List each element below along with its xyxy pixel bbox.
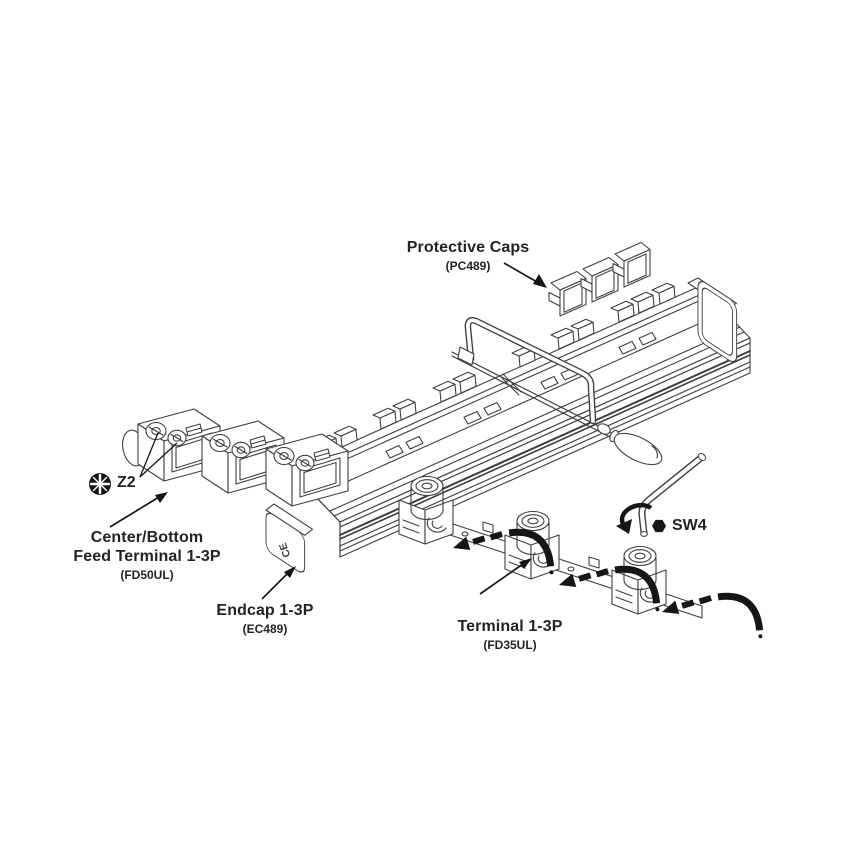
feed-terminals xyxy=(122,408,349,507)
slide-arrow-3 xyxy=(660,579,763,663)
endcap-ce-mark: CE xyxy=(277,541,293,559)
protective-caps-code: (PC489) xyxy=(445,258,491,273)
terminal-3 xyxy=(611,545,703,619)
terminal-title: Terminal 1-3P xyxy=(457,618,563,635)
protective-caps-label: Protective Caps (PC489) xyxy=(368,239,568,273)
feed-terminal-code: (FD50UL) xyxy=(120,567,174,582)
feed-terminal-label: Center/Bottom Feed Terminal 1-3P (FD50UL… xyxy=(47,529,247,582)
endcap-code: (EC489) xyxy=(242,621,288,636)
pozidriv-icon xyxy=(89,473,111,495)
endcap-left: CE xyxy=(265,503,314,573)
saw-blade-clamp xyxy=(457,346,475,366)
endcap-label: Endcap 1-3P (EC489) xyxy=(165,602,365,636)
terminal-arrow xyxy=(479,558,532,595)
terminal-code: (FD35UL) xyxy=(483,637,537,652)
hex-key-rotation-arrow xyxy=(616,502,653,534)
saw-ferrule xyxy=(597,423,611,435)
terminals-fd35ul xyxy=(398,475,703,619)
handsaw xyxy=(451,317,663,466)
z2-pointer-lines xyxy=(139,432,178,478)
endcap-title: Endcap 1-3P xyxy=(216,602,314,619)
hex-bullet-icon xyxy=(652,519,666,533)
saw-handle xyxy=(613,432,663,466)
feed-terminal-title-line1: Center/Bottom xyxy=(90,529,204,546)
endcap-right xyxy=(687,277,738,363)
terminal-label: Terminal 1-3P (FD35UL) xyxy=(410,618,610,652)
feed-terminal-arrow xyxy=(109,492,168,528)
sw4-label: SW4 xyxy=(672,517,707,534)
feed-terminal-title-line2: Feed Terminal 1-3P xyxy=(73,547,221,565)
protective-caps-arrow xyxy=(503,262,547,288)
protective-caps-title: Protective Caps xyxy=(406,239,530,256)
callout-arrows xyxy=(109,262,763,664)
endcap-arrow xyxy=(261,566,296,600)
z2-label: Z2 xyxy=(117,474,136,491)
